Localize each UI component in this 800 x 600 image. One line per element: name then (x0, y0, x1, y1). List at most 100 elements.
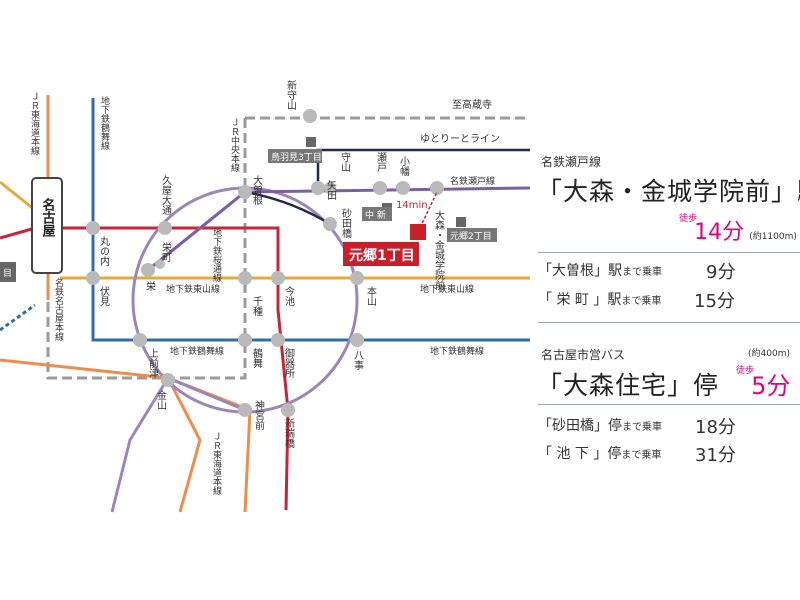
station-dot-yagoto[interactable] (350, 333, 364, 347)
section1-station: 「大森・金城学院前」駅 (537, 177, 800, 206)
partial-bus-box (0, 262, 16, 282)
walk-mark-2: 徒歩 (736, 366, 755, 376)
station-dot-jingumae[interactable] (238, 403, 252, 417)
label-tsurumai-north: 地下鉄鶴舞線 (99, 95, 110, 150)
tsurumai-line (91, 98, 530, 342)
label-jr-tokaido: ＪＲ東海道本線 (29, 92, 40, 155)
ride-row-1-station: 「大曽根」駅 (538, 263, 622, 279)
label-tsurumai: 鶴舞 (251, 347, 263, 369)
station-dot-tsurumai[interactable] (238, 333, 252, 347)
label-aratama: 新瑞橋 (283, 417, 295, 449)
walk2-block: 徒歩 5分 (736, 366, 790, 401)
ride-row-1-time: 9分 (706, 262, 736, 283)
label-seto: 瀬戸 (375, 152, 387, 173)
label-obata: 小幡 (398, 156, 410, 177)
label-imaike: 今池 (283, 285, 295, 306)
station-dots (86, 109, 444, 417)
tsurumai-line-sw (0, 303, 36, 332)
label-moriyama: 守山 (339, 151, 351, 172)
bus-row-2-time: 31分 (695, 445, 736, 466)
section1-line: 名鉄瀬戸線 (541, 155, 602, 169)
label-to-kozoji: 至高蔵寺 (452, 98, 492, 111)
station-dot-obata[interactable] (396, 181, 410, 195)
label-kanayama: 金山 (155, 389, 167, 410)
station-dot-sakaemachi[interactable] (155, 259, 165, 269)
meitetsu-nagoya-line (46, 272, 168, 380)
label-chikusa: 千種 (251, 296, 263, 317)
ride-row-2-suffix: まで乗車 (621, 296, 662, 307)
station-dot-kanayama[interactable] (161, 373, 175, 387)
label-ozone: 大曽根 (251, 174, 263, 206)
label-gokiso: 御器所 (283, 347, 295, 379)
bus-row-2: 「 池 下 」停まで乗車 31分 (538, 443, 748, 466)
station-dot-hisaya[interactable] (158, 221, 172, 235)
divider-2 (538, 322, 800, 323)
label-shin-moriyama: 新守山 (285, 79, 297, 110)
station-dot-ozone[interactable] (238, 185, 252, 199)
label-meitetsu-nagoya: 名鉄名古屋本線 (53, 277, 64, 341)
label-motoyama: 本山 (365, 285, 377, 306)
station-dot-fushimi[interactable] (86, 271, 100, 285)
bus-label-nakaarai: 中 新 (362, 207, 392, 221)
bus-stop-motogo2-marker (456, 217, 466, 227)
walk1-minutes: 14分 (694, 220, 745, 245)
svg-text:中 新: 中 新 (365, 209, 386, 221)
bus-row-1-time: 18分 (695, 417, 736, 438)
bus-label-motogo2: 元郷2丁目 (447, 228, 497, 242)
station-dot-motoyama[interactable] (350, 271, 364, 285)
station-dot-sunadabashi[interactable] (323, 217, 337, 231)
label-sunadabashi: 砂田橋 (340, 207, 352, 239)
walk-time-label: 14min (396, 200, 428, 211)
label-yagoto: 八事 (352, 350, 364, 370)
section2-line: 名古屋市営バス (541, 348, 626, 362)
label-omori: 大森・金城学院前 (433, 209, 445, 291)
station-dot-gokiso[interactable] (271, 333, 285, 347)
label-yutorito: ゆとりーとライン (420, 133, 500, 145)
station-dot-seto[interactable] (373, 181, 387, 195)
nagoya-station[interactable] (31, 177, 63, 274)
jr-tokaido-line-sw (166, 377, 202, 513)
station-dot-yada[interactable] (311, 181, 325, 195)
station-dot-moriyama[interactable] (324, 182, 336, 194)
sakuradori-line (0, 226, 290, 511)
walk1-distance: (約1100m) (749, 232, 797, 242)
label-meitetsu-seto: 名鉄瀬戸線 (450, 175, 495, 187)
section2-stop: 「大森住宅」停 (537, 371, 720, 400)
site-label-box (343, 242, 419, 266)
station-dot-omori[interactable] (430, 181, 444, 195)
label-sakae: 栄 (146, 281, 156, 293)
walk1-block: 徒歩 14分 (約1100m) (679, 214, 797, 246)
label-yada: 矢田 (325, 179, 337, 200)
label-higashiyama-right: 地下鉄東山線 (420, 283, 474, 295)
ride-row-2: 「 栄 町 」駅まで乗車 15分 (538, 289, 748, 312)
station-dot-marunouchi[interactable] (86, 221, 100, 235)
label-nagoya: 名古屋 (40, 197, 56, 238)
station-dot-shin-moriyama[interactable] (303, 109, 317, 123)
label-marunouchi: 丸の内 (98, 235, 110, 267)
station-dot-chikusa[interactable] (238, 271, 252, 285)
ride-row-2-time: 15分 (694, 291, 735, 312)
walk-mark-1: 徒歩 (679, 214, 698, 224)
meijo-meiko-branch (110, 376, 246, 513)
label-sakuradori: 地下鉄桜通線 (211, 227, 222, 282)
label-tsurumai-right: 地下鉄鶴舞線 (430, 345, 484, 357)
station-dot-kamimaezu[interactable] (133, 333, 147, 347)
bus-row-2-station: 「 池 下 」停 (538, 446, 622, 462)
jr-chuo-line (168, 116, 530, 380)
label-jr-tokaido-south: ＪＲ東海道本線 (211, 432, 222, 495)
station-dot-aratama[interactable] (281, 403, 295, 417)
label-jr-chuo: ＪＲ中央本線 (229, 118, 240, 172)
station-dot-imaike[interactable] (271, 271, 285, 285)
station-dot-sakae[interactable] (141, 263, 155, 277)
bus-row-1-station: 「砂田橋」停 (538, 418, 622, 434)
bus-stop-toriba-marker (306, 137, 316, 147)
divider-3 (538, 404, 800, 405)
label-sakaemachi: 栄町 (160, 242, 172, 262)
ride-row-2-station: 「 栄 町 」駅 (538, 292, 622, 308)
section2-distance: (約400m) (748, 349, 790, 359)
ride-row-1-suffix: まで乗車 (622, 267, 662, 278)
bus-row-2-suffix: まで乗車 (621, 450, 662, 461)
higashiyama-line (0, 180, 530, 280)
bus-label-toriba: 鳥羽見3丁目 (268, 149, 322, 163)
